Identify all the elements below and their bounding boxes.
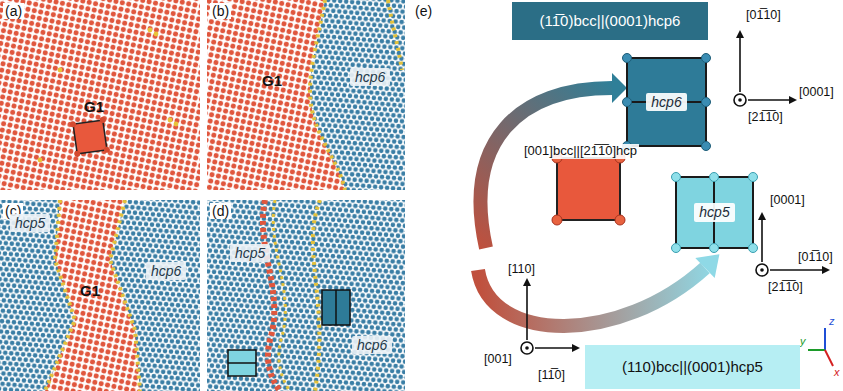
panel-a	[0, 0, 200, 190]
panel-b	[207, 0, 405, 190]
axis-triad	[808, 328, 833, 366]
axis-label: [21̅1̅0]	[768, 280, 803, 294]
node-text: hcp5	[694, 203, 734, 221]
node-text: (110)bcc||(0001)hcp5	[622, 358, 763, 375]
node-text: (11̅0)bcc||(0001)hcp6	[540, 12, 681, 29]
axis-letter: z	[829, 315, 835, 328]
grain-label: G1	[262, 72, 282, 89]
relation-box: (110)bcc||(0001)hcp5	[585, 345, 800, 389]
axes	[521, 32, 828, 354]
hcp-cell: hcp6	[627, 58, 706, 146]
panel-c	[0, 200, 200, 391]
phase-label: hcp5	[10, 214, 50, 232]
axis-label: [01̅10]	[746, 8, 781, 22]
panel-letter: (e)	[413, 3, 434, 19]
bcc-cell	[552, 153, 625, 225]
phase-label: hcp5	[230, 244, 270, 262]
axis-label: [0001]	[770, 193, 805, 207]
panel-letter: (b)	[210, 3, 231, 19]
relation-box: (11̅0)bcc||(0001)hcp6	[512, 2, 708, 40]
hcp6-cell	[623, 54, 711, 151]
axis-label: [110]	[508, 262, 535, 276]
axis-label: [001]	[484, 352, 512, 366]
hcp5-cell	[672, 173, 758, 253]
grain-label: G1	[84, 98, 104, 115]
axis-label: [0001]	[799, 85, 834, 99]
grain-label: G1	[80, 282, 100, 299]
panel-letter: (a)	[3, 3, 24, 19]
axis-letter: y	[800, 335, 806, 348]
hcp-cell: hcp5	[676, 177, 753, 248]
phase-label: hcp6	[146, 262, 186, 280]
axis-label: [21̅1̅0]	[748, 110, 783, 124]
axis-letter: x	[834, 366, 840, 379]
panel-d	[207, 200, 405, 391]
phase-label: hcp6	[352, 336, 392, 354]
panel-letter: (d)	[210, 203, 231, 219]
node-text: hcp6	[646, 93, 686, 111]
phase-label: hcp6	[350, 68, 390, 86]
orientation-relation: [001]bcc||[21̅1̅0]hcp	[522, 144, 639, 159]
axis-label: [11̅0]	[538, 368, 565, 382]
axis-label: [01̅10]	[798, 250, 833, 264]
